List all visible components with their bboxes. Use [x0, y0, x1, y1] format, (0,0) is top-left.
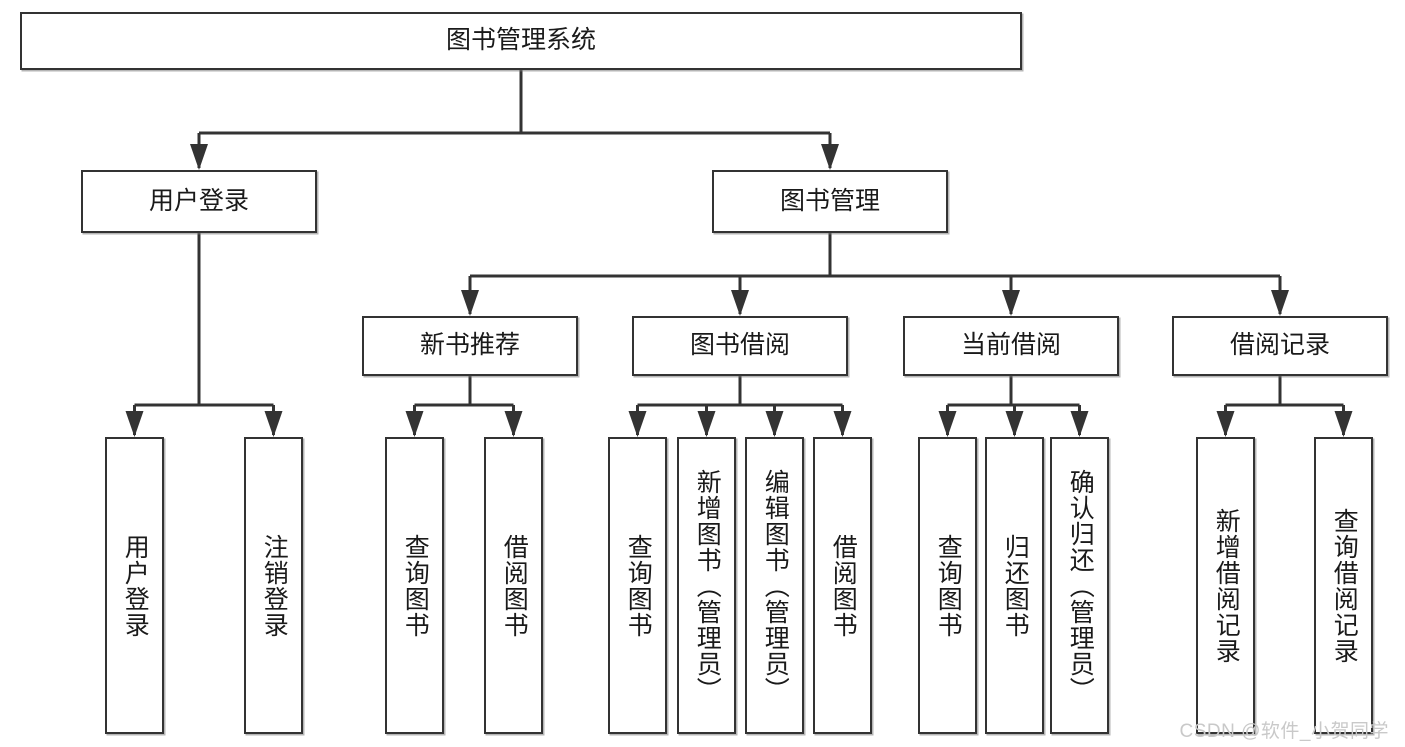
node-label-current-borrow: 当前借阅: [960, 331, 1061, 360]
node-label-leaf-edit-book: 编辑图书（管理员）: [761, 468, 790, 703]
arrowhead-leaf-query-book-recommend: [405, 411, 424, 437]
arrowhead-leaf-return-book: [1005, 411, 1024, 437]
arrowhead-leaf-query-book-current: [938, 411, 957, 437]
arrowhead-leaf-query-book-borrow: [628, 411, 647, 437]
arrowhead-borrow-records: [1271, 290, 1289, 316]
node-user-login[interactable]: 用户登录: [81, 170, 317, 233]
node-label-leaf-query-book-borrow: 查询图书: [624, 533, 653, 638]
node-label-leaf-borrow-book-recommend: 借阅图书: [500, 533, 529, 638]
arrowhead-user-login: [190, 144, 208, 170]
node-new-book-recommend[interactable]: 新书推荐: [362, 316, 578, 376]
node-leaf-edit-book[interactable]: 编辑图书（管理员）: [745, 437, 804, 734]
arrowhead-leaf-borrow-book-recommend: [504, 411, 523, 437]
node-label-leaf-add-book: 新增图书（管理员）: [693, 468, 722, 703]
node-label-leaf-query-borrow-record: 查询借阅记录: [1330, 507, 1359, 664]
watermark-label: CSDN @软件_小贺同学: [1179, 721, 1389, 742]
node-leaf-logout[interactable]: 注销登录: [244, 437, 303, 734]
node-current-borrow[interactable]: 当前借阅: [903, 316, 1119, 376]
arrowhead-leaf-query-borrow-record: [1334, 411, 1353, 437]
node-label-new-book-recommend: 新书推荐: [419, 331, 520, 360]
node-leaf-borrow-book[interactable]: 借阅图书: [813, 437, 872, 734]
arrowhead-leaf-add-book: [697, 411, 716, 437]
node-label-borrow-records: 借阅记录: [1229, 331, 1330, 360]
node-label-leaf-return-book: 归还图书: [1001, 533, 1030, 638]
node-label-leaf-borrow-book: 借阅图书: [829, 533, 858, 638]
node-leaf-return-book[interactable]: 归还图书: [985, 437, 1044, 734]
node-label-leaf-add-borrow-record: 新增借阅记录: [1212, 507, 1241, 664]
arrowhead-new-book-recommend: [461, 290, 479, 316]
node-leaf-borrow-book-recommend[interactable]: 借阅图书: [484, 437, 543, 734]
node-book-management[interactable]: 图书管理: [712, 170, 948, 233]
node-leaf-add-book[interactable]: 新增图书（管理员）: [677, 437, 736, 734]
arrowhead-leaf-add-borrow-record: [1216, 411, 1235, 437]
arrowhead-book-management: [821, 144, 839, 170]
arrowhead-leaf-logout: [264, 411, 283, 437]
node-book-borrow[interactable]: 图书借阅: [632, 316, 848, 376]
node-root[interactable]: 图书管理系统: [20, 12, 1022, 70]
node-label-leaf-query-book-recommend: 查询图书: [401, 533, 430, 638]
node-borrow-records[interactable]: 借阅记录: [1172, 316, 1388, 376]
node-leaf-query-book-borrow[interactable]: 查询图书: [608, 437, 667, 734]
node-leaf-confirm-return[interactable]: 确认归还（管理员）: [1050, 437, 1109, 734]
node-leaf-query-borrow-record[interactable]: 查询借阅记录: [1314, 437, 1373, 734]
node-label-leaf-confirm-return: 确认归还（管理员）: [1066, 468, 1095, 703]
node-label-book-borrow: 图书借阅: [689, 331, 790, 360]
arrowhead-leaf-edit-book: [765, 411, 784, 437]
node-leaf-query-book-current[interactable]: 查询图书: [918, 437, 977, 734]
arrowhead-current-borrow: [1002, 290, 1020, 316]
node-label-book-management: 图书管理: [779, 186, 880, 215]
arrowhead-leaf-confirm-return: [1070, 411, 1089, 437]
node-leaf-user-login[interactable]: 用户登录: [105, 437, 164, 734]
node-label-leaf-logout: 注销登录: [260, 533, 289, 638]
arrowhead-book-borrow: [731, 290, 749, 316]
node-leaf-query-book-recommend[interactable]: 查询图书: [385, 437, 444, 734]
node-label-root: 图书管理系统: [445, 26, 596, 55]
node-label-user-login: 用户登录: [148, 186, 249, 215]
node-label-leaf-user-login: 用户登录: [121, 533, 150, 638]
arrowhead-leaf-user-login: [125, 411, 144, 437]
node-leaf-add-borrow-record[interactable]: 新增借阅记录: [1196, 437, 1255, 734]
arrowhead-leaf-borrow-book: [833, 411, 852, 437]
node-label-leaf-query-book-current: 查询图书: [934, 533, 963, 638]
